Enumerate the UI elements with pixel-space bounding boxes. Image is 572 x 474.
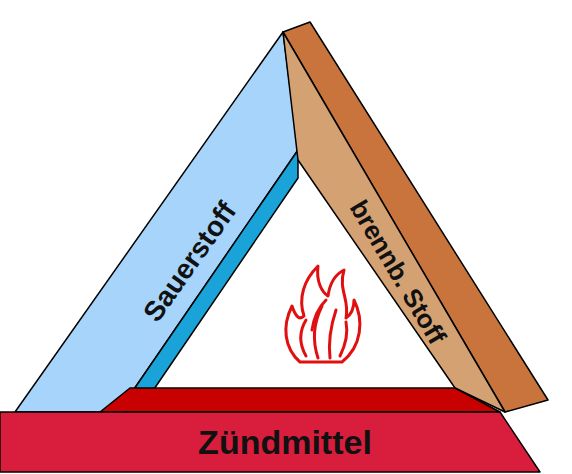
bar-label: Zündmittel [198, 425, 372, 459]
